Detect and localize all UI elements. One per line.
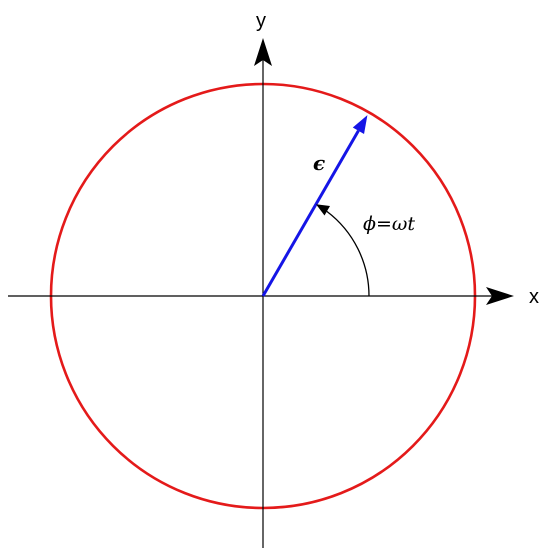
angle-label: ϕ=ωt: [363, 213, 415, 235]
phasor-vector: [261, 129, 360, 297]
angle-arc: [326, 210, 370, 297]
phasor-vector-arrowhead: [352, 115, 368, 134]
y-axis-label: y: [256, 10, 266, 32]
x-axis-arrowhead: [486, 287, 514, 305]
x-axis-label: x: [529, 286, 539, 308]
angle-arc-arrowhead: [316, 204, 331, 216]
y-axis-arrowhead: [254, 38, 272, 66]
vector-label: ϵ: [313, 151, 325, 175]
